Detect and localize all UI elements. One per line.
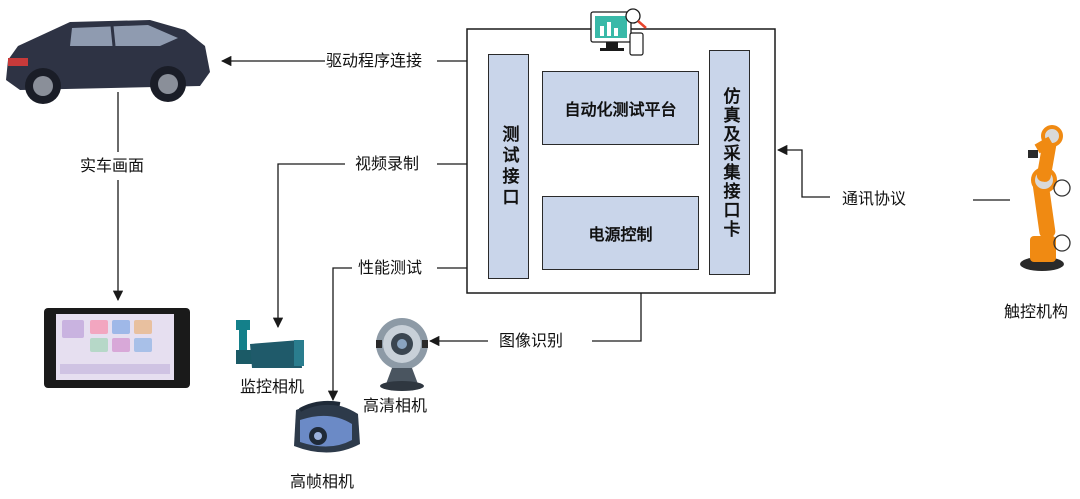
driver-conn-label: 驱动程序连接 bbox=[326, 51, 423, 70]
test-interface-box bbox=[488, 54, 529, 279]
comm-protocol-label: 通讯协议 bbox=[842, 189, 907, 208]
highfps-cam-label: 高帧相机 bbox=[290, 472, 355, 491]
robot-label: 触控机构 bbox=[1004, 302, 1069, 321]
comm-protocol-line-left bbox=[776, 144, 830, 198]
platform-label: 自动化测试平台 bbox=[564, 100, 677, 119]
monitor-icon bbox=[590, 8, 647, 56]
sim-card-box bbox=[709, 50, 750, 275]
perf-test-label: 性能测试 bbox=[358, 258, 423, 277]
webcam-icon bbox=[376, 318, 428, 391]
real-screen-label: 实车画面 bbox=[80, 156, 145, 175]
image-recog-line-right bbox=[592, 293, 642, 342]
test-interface-label: 测试接口 bbox=[498, 124, 519, 209]
video-record-line-left bbox=[272, 163, 345, 329]
platform-box bbox=[542, 71, 699, 145]
vr-camera-icon bbox=[294, 400, 360, 453]
monitor-cam-label: 监控相机 bbox=[240, 377, 305, 396]
power-control-label: 电源控制 bbox=[588, 225, 653, 244]
cctv-camera-icon bbox=[236, 320, 304, 368]
screen-icon bbox=[44, 308, 190, 388]
car-icon bbox=[6, 20, 210, 104]
power-control-box bbox=[542, 196, 699, 270]
perf-test-line-left bbox=[327, 267, 352, 402]
image-recog-label: 图像识别 bbox=[499, 331, 564, 350]
hd-cam-label: 高清相机 bbox=[363, 396, 428, 415]
robot-arm-icon bbox=[1020, 125, 1071, 271]
sim-card-label: 仿真及采集接口卡 bbox=[719, 86, 740, 239]
video-record-label: 视频录制 bbox=[355, 154, 420, 173]
